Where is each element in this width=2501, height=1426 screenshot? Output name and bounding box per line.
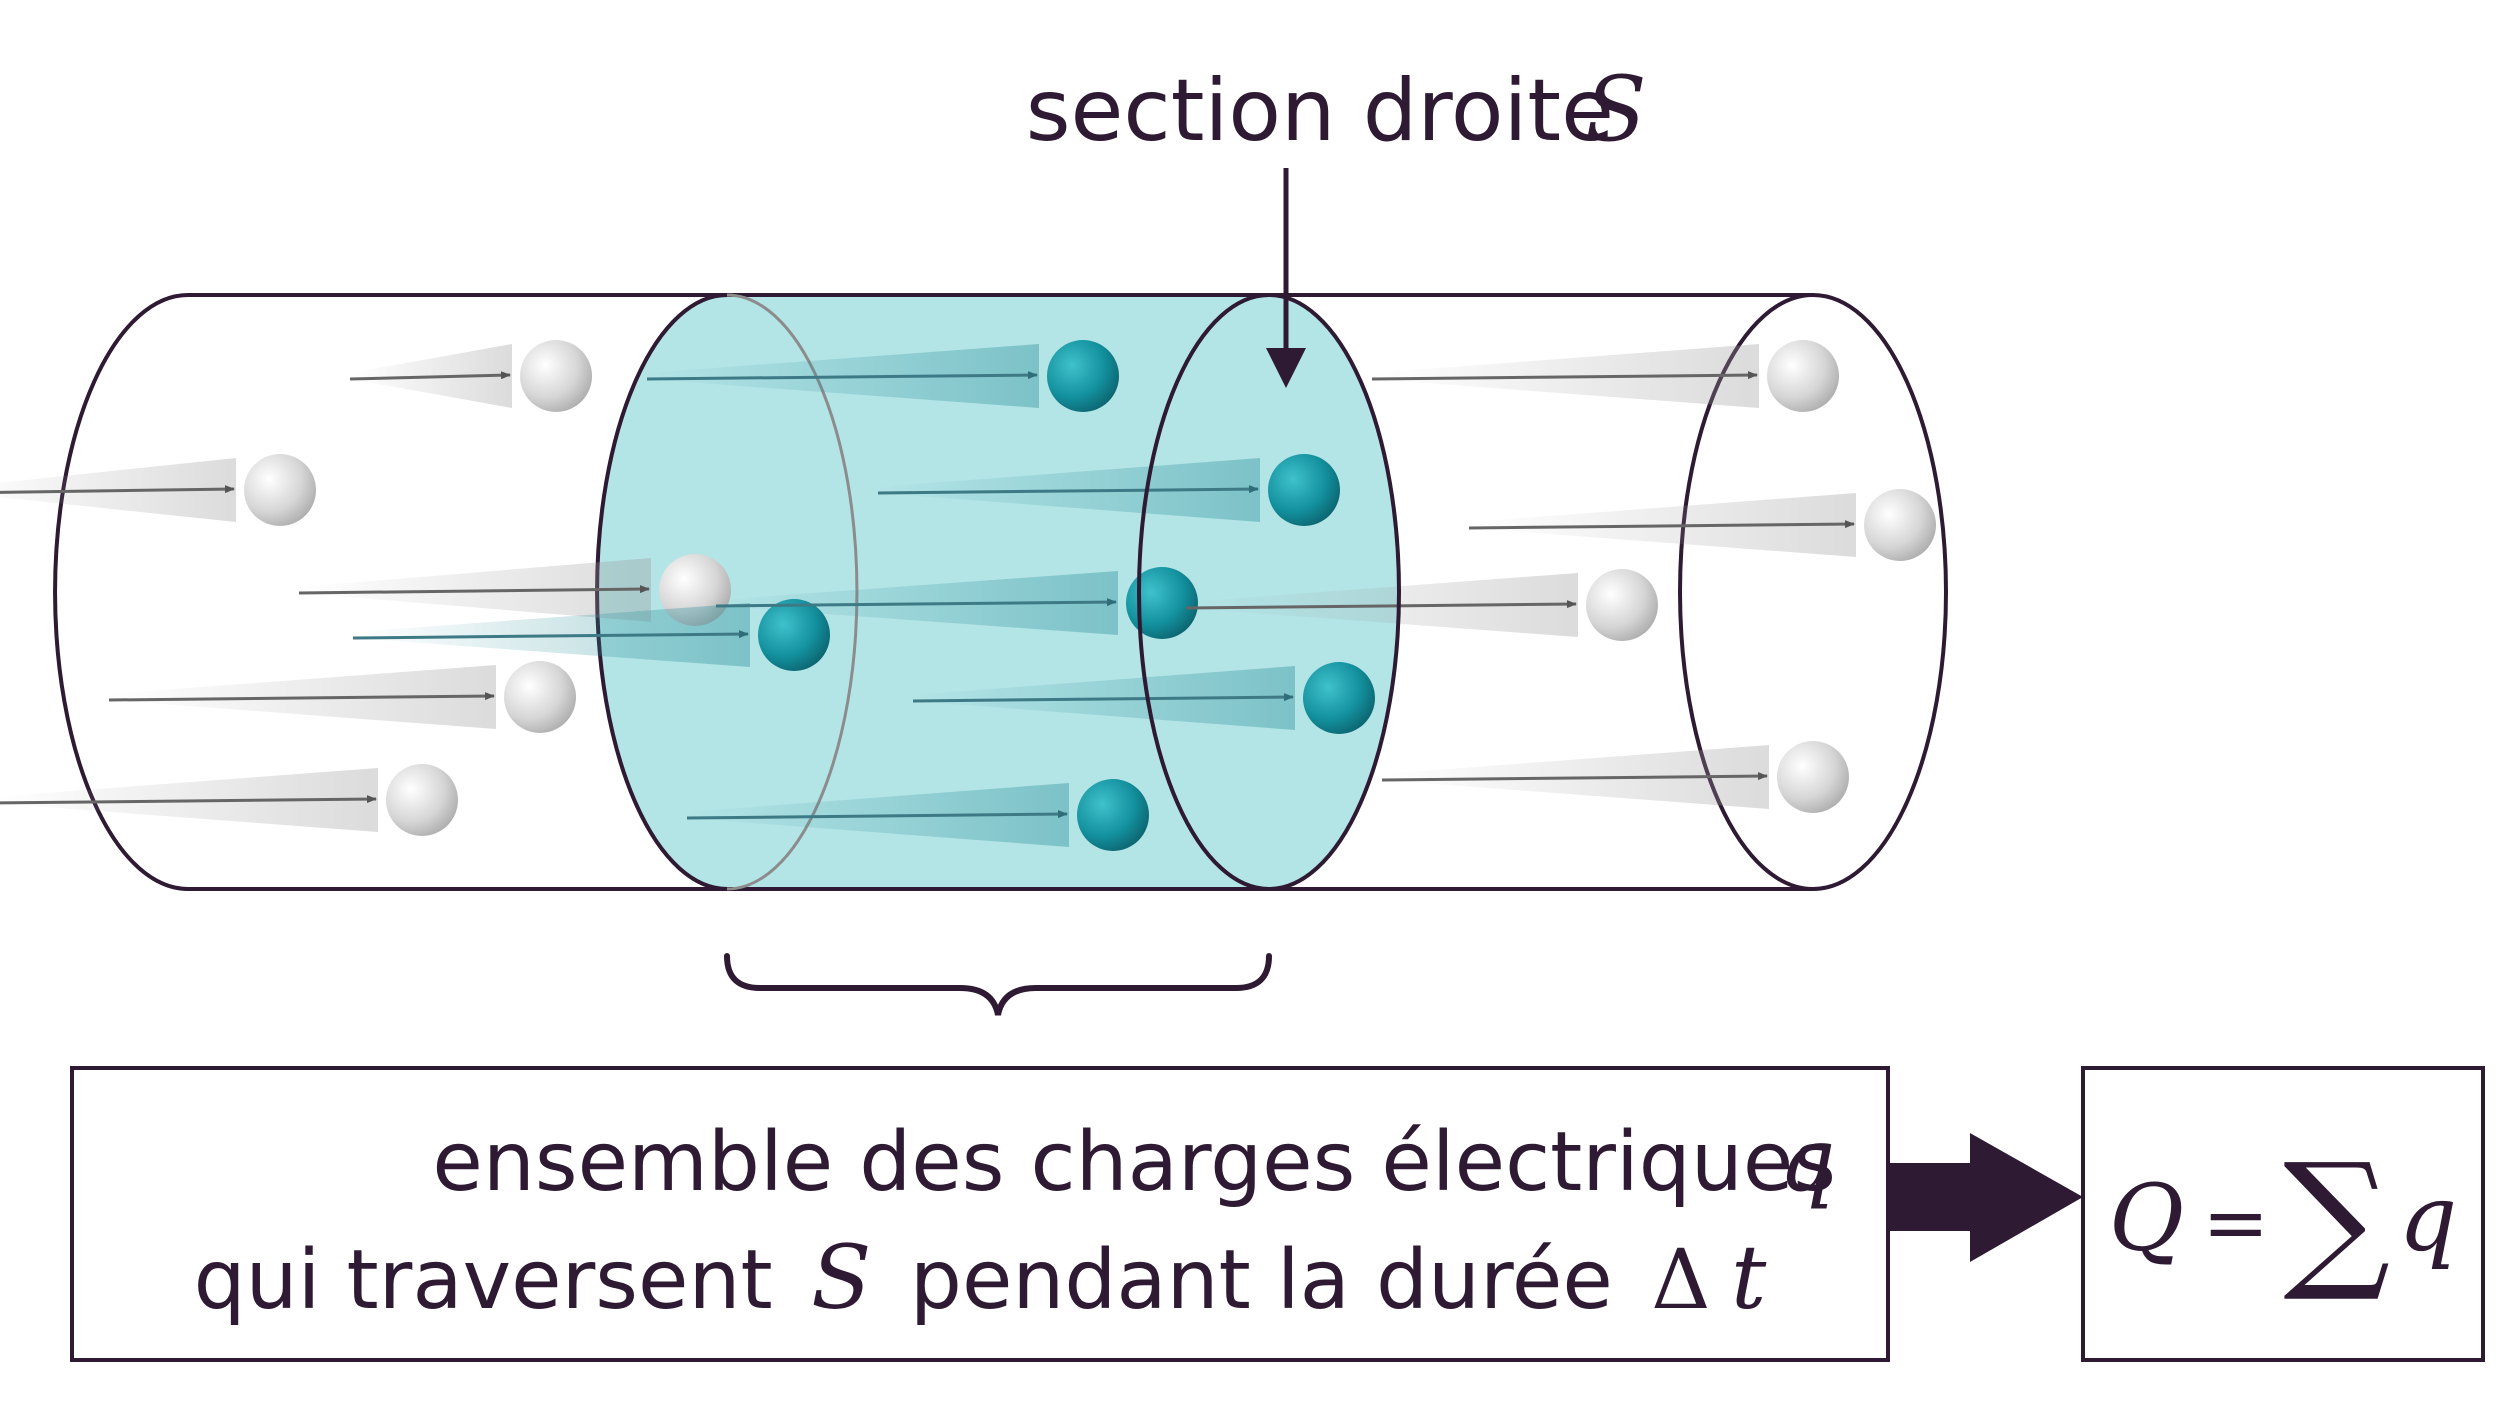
charge-crossing xyxy=(912,662,1375,734)
charge-other xyxy=(0,764,458,836)
charge-sphere xyxy=(244,454,316,526)
velocity-arrow xyxy=(1381,772,1768,782)
velocity-arrow xyxy=(686,810,1068,820)
velocity-arrow xyxy=(1371,371,1758,381)
charge-crossing xyxy=(352,599,830,671)
velocity-arrow xyxy=(108,692,495,702)
charge-other xyxy=(349,340,592,412)
charge-sphere xyxy=(520,340,592,412)
charge-other xyxy=(1468,489,1936,561)
velocity-arrow xyxy=(877,485,1259,495)
cylinder-left-edge xyxy=(53,293,189,891)
charge-other xyxy=(108,661,576,733)
formula-box xyxy=(2081,1066,2485,1362)
charge-other xyxy=(0,454,316,526)
formula: Q = ∑ q xyxy=(2109,1132,2457,1306)
velocity-arrow xyxy=(715,598,1117,608)
charge-sphere xyxy=(1126,567,1198,639)
charge-sphere xyxy=(1268,454,1340,526)
velocity-arrow xyxy=(0,485,235,494)
charge-sphere xyxy=(1077,779,1149,851)
description-line-1: ensemble des charges électriques xyxy=(432,1115,1836,1210)
charge-crossing xyxy=(686,779,1149,851)
section-label-var: S xyxy=(1585,57,1647,162)
velocity-arrow xyxy=(1468,520,1855,530)
section-label: section droite xyxy=(1026,61,1614,161)
charge-sphere xyxy=(1586,569,1658,641)
charge-other xyxy=(1371,340,1839,412)
charge-sphere xyxy=(1864,489,1936,561)
charges-layer xyxy=(0,340,1936,851)
cross-section-ellipse xyxy=(1137,293,1401,891)
description-line-2: qui traversent S pendant la durée Δ t xyxy=(194,1226,1767,1329)
result-arrow xyxy=(1888,1133,2083,1262)
section-label-text: section droite xyxy=(1026,61,1614,161)
velocity-arrow xyxy=(912,693,1294,703)
charge-sphere xyxy=(1777,741,1849,813)
charge-sphere xyxy=(758,599,830,671)
charge-other xyxy=(1381,741,1849,813)
charge-sphere xyxy=(1767,340,1839,412)
charge-crossing xyxy=(715,567,1198,639)
velocity-arrow xyxy=(646,371,1038,381)
velocity-arrow xyxy=(352,630,749,640)
charge-sphere xyxy=(386,764,458,836)
charge-sphere xyxy=(1047,340,1119,412)
curly-brace xyxy=(724,953,1272,1016)
charge-crossing xyxy=(646,340,1119,412)
charge-crossing xyxy=(877,454,1340,526)
velocity-arrow xyxy=(0,795,377,805)
velocity-arrow xyxy=(349,371,511,381)
charge-sphere xyxy=(1303,662,1375,734)
charge-other xyxy=(1185,569,1658,641)
charge-sphere xyxy=(504,661,576,733)
description-box xyxy=(70,1066,1890,1362)
cylinder-right-end xyxy=(1678,293,1948,891)
cylinder-outline xyxy=(188,293,1813,891)
velocity-arrow xyxy=(298,585,650,595)
velocity-arrow xyxy=(1185,600,1577,610)
section-pointer-head xyxy=(1266,348,1306,388)
description-line-1-var: q xyxy=(1779,1108,1835,1211)
